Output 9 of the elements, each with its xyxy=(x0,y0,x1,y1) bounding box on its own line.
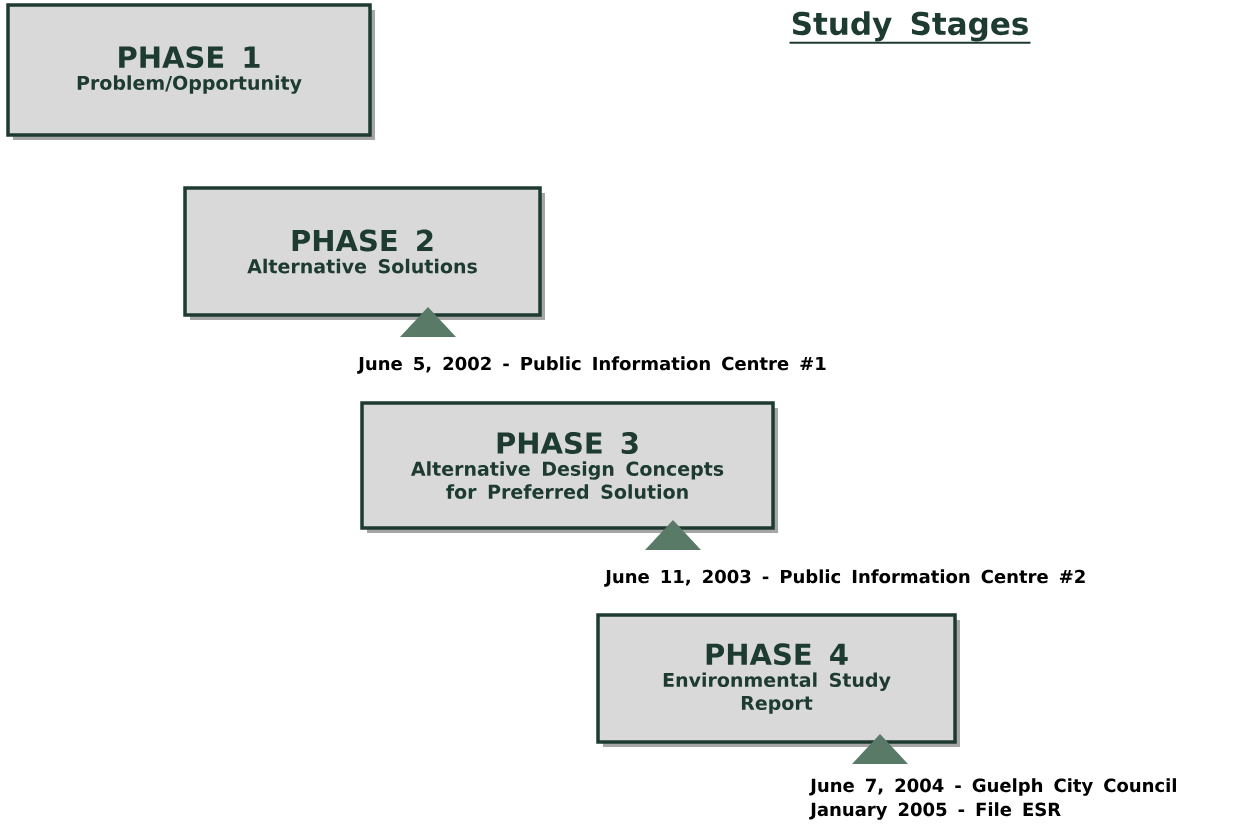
phase-box: PHASE 4 Environmental Study Report xyxy=(596,613,960,747)
phase-box: PHASE 1 Problem/Opportunity xyxy=(6,3,375,140)
phase-box: PHASE 3 Alternative Design Concepts for Preferred Solution xyxy=(360,401,778,533)
milestone-label: June 5, 2002 - Public Information Centre #1 xyxy=(357,356,826,374)
phase-box: PHASE 2 Alternative Solutions xyxy=(183,186,545,320)
milestone-label: June 7, 2004 - Guelph City Council xyxy=(809,778,1176,796)
milestone-label: January 2005 - File ESR xyxy=(809,802,1061,820)
title: Study Stages xyxy=(792,11,1028,42)
milestone-label: June 11, 2003 - Public Information Centre #2 xyxy=(604,569,1085,587)
